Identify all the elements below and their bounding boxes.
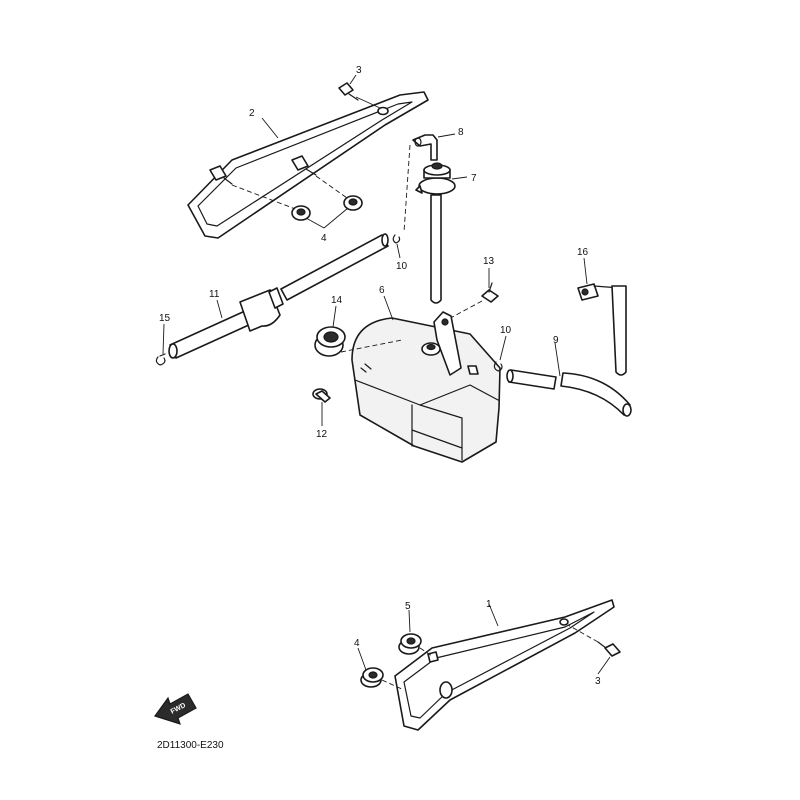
- clamp-16[interactable]: [577, 283, 627, 376]
- callout-2: 2: [249, 108, 255, 119]
- callout-5: 5: [405, 601, 411, 612]
- clip-upper[interactable]: [392, 234, 401, 244]
- breather-hose[interactable]: [168, 233, 389, 359]
- callout-9: 9: [553, 335, 559, 346]
- grommet-lower-guide: [381, 679, 405, 691]
- bolt-lower-guide: [567, 624, 599, 643]
- callout-6: 6: [379, 285, 385, 296]
- breather-guide: [403, 144, 411, 233]
- callout-1: 1: [486, 599, 492, 610]
- callout-3-bottom: 3: [595, 676, 601, 687]
- callout-3-top: 3: [356, 65, 362, 76]
- grommet-5-guide: [419, 647, 433, 657]
- tank-cap[interactable]: [415, 162, 456, 195]
- callout-16: 16: [577, 247, 589, 258]
- drain-hose[interactable]: [506, 342, 632, 417]
- hose-fitting[interactable]: [412, 134, 438, 161]
- clip-15[interactable]: [155, 353, 166, 366]
- grommet-14[interactable]: [314, 326, 346, 357]
- callout-10-top: 10: [396, 261, 408, 272]
- side-cover-lower[interactable]: [394, 599, 615, 731]
- grommet-tank-guide: [340, 339, 403, 353]
- callout-11: 11: [209, 289, 220, 300]
- leader-lines: [162, 74, 611, 675]
- grommet-upper-left[interactable]: [291, 205, 311, 221]
- callout-8: 8: [458, 127, 464, 138]
- bolt-12[interactable]: [312, 388, 331, 403]
- callout-14: 14: [331, 295, 343, 306]
- cover-boss-right: [291, 155, 317, 176]
- cover-boss-left: [209, 165, 233, 185]
- oil-tank[interactable]: [351, 311, 501, 463]
- callout-4-bottom: 4: [354, 638, 360, 649]
- callout-15: 15: [159, 313, 171, 324]
- callout-7: 7: [471, 173, 477, 184]
- bolt-13[interactable]: [481, 282, 499, 303]
- bolt-lower[interactable]: [597, 641, 621, 657]
- callout-12: 12: [316, 429, 328, 440]
- clip-middle[interactable]: [493, 361, 503, 372]
- grommet-upper-right[interactable]: [343, 195, 363, 211]
- bolt-top[interactable]: [338, 82, 381, 109]
- callout-4-top: 4: [321, 233, 327, 244]
- callout-13: 13: [483, 256, 495, 267]
- forward-arrow-icon: FWD: [154, 693, 197, 725]
- callout-10-mid: 10: [500, 325, 512, 336]
- diagram-code: 2D11300-E230: [157, 740, 224, 751]
- filler-pipe[interactable]: [430, 194, 442, 304]
- grommet-lower[interactable]: [360, 667, 384, 688]
- grommet-5[interactable]: [398, 633, 439, 663]
- grommet-guide-right: [315, 175, 351, 201]
- grommet-guide-left: [231, 184, 299, 211]
